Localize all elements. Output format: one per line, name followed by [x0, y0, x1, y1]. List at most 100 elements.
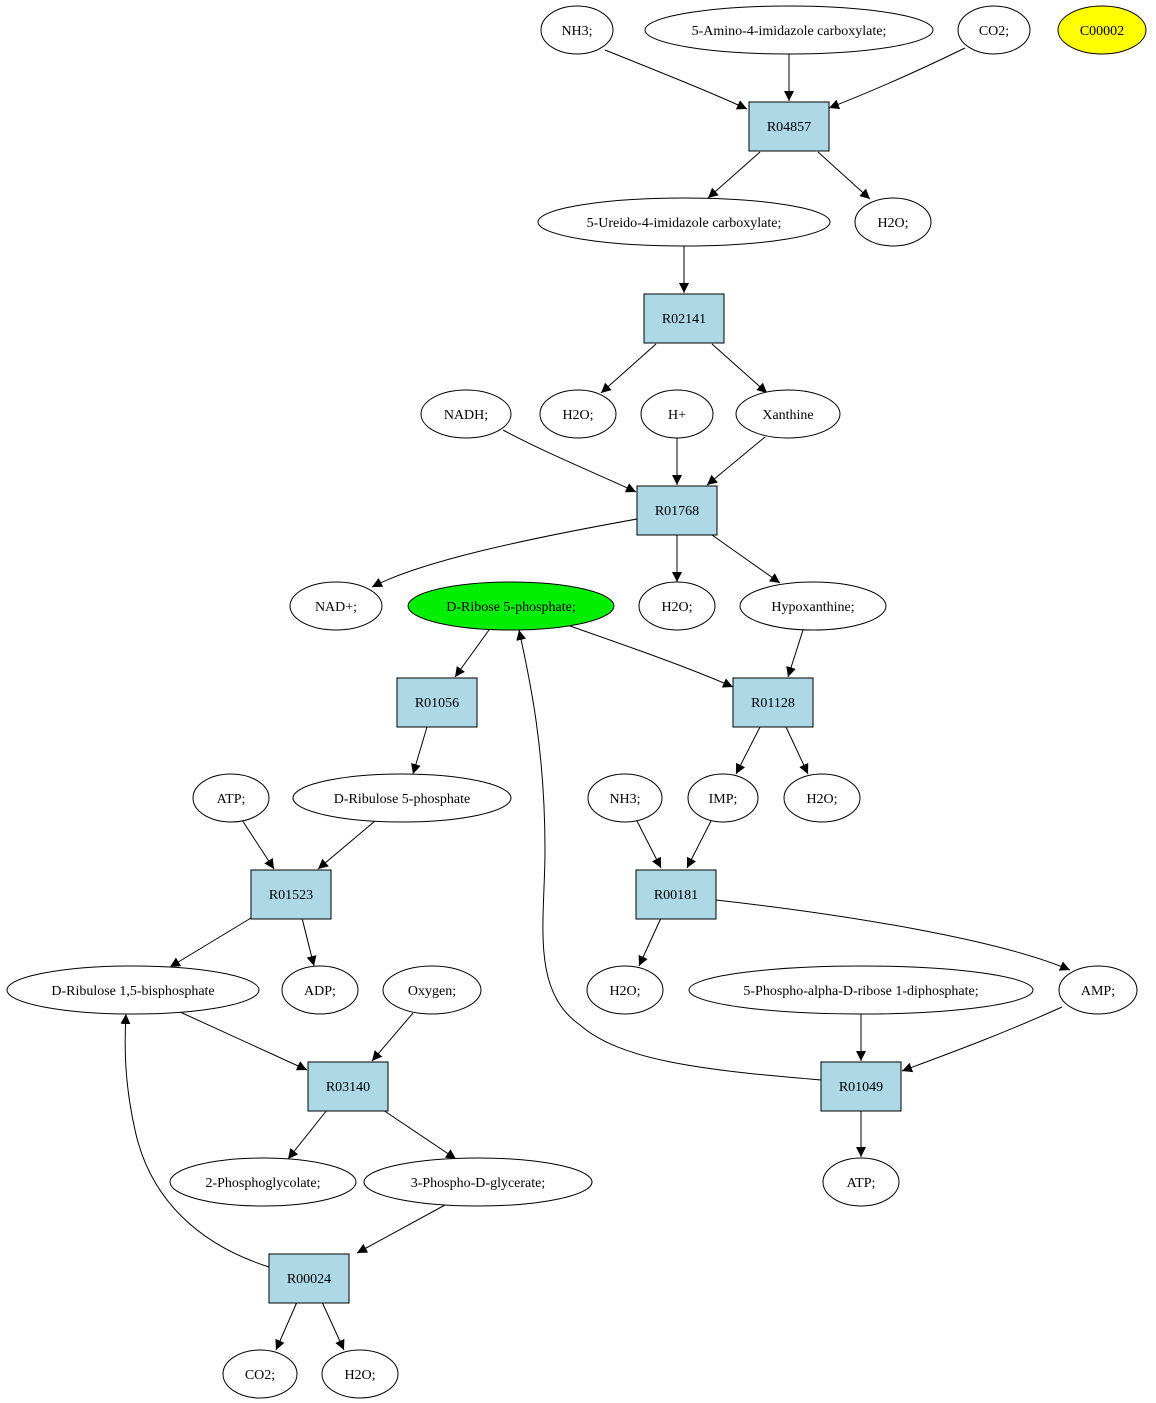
edge-nh3-to-r00181	[636, 820, 662, 869]
compound-node-nh3[interactable]: NH3;	[587, 773, 663, 823]
compound-node-nadh[interactable]: NADH;	[420, 389, 512, 439]
node-label: R02141	[662, 312, 706, 327]
reaction-node-r01056[interactable]: R01056	[396, 677, 478, 728]
node-label: NAD+;	[315, 600, 357, 615]
reaction-node-r04857[interactable]: R04857	[748, 101, 830, 152]
edge-hypoxanthine-to-r01128	[786, 629, 804, 678]
edge-atp-to-r01523	[241, 819, 275, 870]
edge-r01768-to-nadplus	[371, 518, 638, 588]
node-label: 5-Phospho-alpha-D-ribose 1-diphosphate;	[743, 984, 978, 999]
compound-node-h2o[interactable]: H2O;	[586, 965, 664, 1015]
node-label: D-Ribulose 5-phosphate	[334, 792, 470, 807]
edge-r02141-to-h2o	[600, 343, 657, 394]
edge-r03140-to-pglycolate	[287, 1109, 328, 1160]
edge-rubp-to-r03140	[179, 1011, 308, 1071]
compound-node-h2o[interactable]: H2O;	[638, 581, 716, 631]
reaction-node-r01768[interactable]: R01768	[636, 485, 718, 536]
edge-r01523-to-rubp	[169, 917, 252, 968]
edge-co2-to-r04857	[828, 47, 966, 110]
node-label: H2O;	[344, 1368, 375, 1383]
edge-r00024-to-co2	[275, 1301, 298, 1351]
node-label: Oxygen;	[408, 984, 456, 999]
node-label: H2O;	[806, 792, 837, 807]
edge-r5p-to-r01056	[454, 629, 490, 678]
node-label: D-Ribose 5-phosphate;	[446, 600, 575, 615]
compound-node-d-ribulose-5-phosphate[interactable]: D-Ribulose 5-phosphate	[292, 773, 512, 823]
compound-node-adp[interactable]: ADP;	[281, 965, 359, 1015]
compound-node-h-plus[interactable]: H+	[640, 389, 714, 439]
node-label: R01049	[839, 1080, 883, 1095]
compound-node-3-phospho-d-glycerate[interactable]: 3-Phospho-D-glycerate;	[363, 1157, 593, 1207]
edge-r00024-to-h2o	[321, 1301, 345, 1351]
compound-node-xanthine[interactable]: Xanthine	[735, 389, 841, 439]
node-label: R00181	[654, 888, 698, 903]
edge-r01049-to-r5p	[516, 629, 822, 1081]
compound-node-5-phospho-alpha-d-ribose-1-diphosphate[interactable]: 5-Phospho-alpha-D-ribose 1-diphosphate;	[688, 965, 1034, 1015]
edge-r01768-to-hypoxanthine	[711, 534, 781, 584]
compound-node-co2[interactable]: CO2;	[222, 1349, 298, 1399]
node-label: ADP;	[304, 984, 336, 999]
node-label: R01128	[751, 696, 795, 711]
node-label: 2-Phosphoglycolate;	[205, 1176, 320, 1191]
compound-node-amp[interactable]: AMP;	[1058, 965, 1138, 1015]
reaction-node-r01049[interactable]: R01049	[820, 1061, 902, 1112]
node-label: H2O;	[661, 600, 692, 615]
edge-nadh-to-r01768	[502, 429, 637, 493]
reaction-node-r03140[interactable]: R03140	[307, 1061, 389, 1112]
node-label: ATP;	[847, 1176, 876, 1191]
node-label: CO2;	[979, 24, 1009, 39]
edge-r04857-to-uica	[707, 151, 761, 199]
edge-amp-to-r01049	[901, 1006, 1063, 1073]
node-label: 3-Phospho-D-glycerate;	[411, 1176, 546, 1191]
node-label: H2O;	[609, 984, 640, 999]
edge-r02141-to-xanthine	[711, 343, 768, 394]
compound-node-oxygen[interactable]: Oxygen;	[382, 965, 482, 1015]
edge-r03140-to-pga	[382, 1109, 457, 1160]
compound-node-atp[interactable]: ATP;	[822, 1157, 900, 1207]
edge-nh3-to-r04857	[604, 49, 748, 110]
edge-imp-to-r00181	[686, 820, 712, 869]
reaction-node-r02141[interactable]: R02141	[643, 293, 725, 344]
compound-node-d-ribose-5-phosphate[interactable]: D-Ribose 5-phosphate;	[407, 581, 615, 631]
node-label: H2O;	[877, 216, 908, 231]
node-label: R00024	[287, 1272, 331, 1287]
compound-node-5-amino-4-imidazole-carboxylate[interactable]: 5-Amino-4-imidazole carboxylate;	[644, 5, 934, 55]
node-label: NADH;	[444, 408, 488, 423]
reaction-node-r01523[interactable]: R01523	[250, 869, 332, 920]
reaction-node-r00024[interactable]: R00024	[268, 1253, 350, 1304]
node-label: IMP;	[709, 792, 738, 807]
compound-node-h2o[interactable]: H2O;	[854, 197, 932, 247]
compound-node-atp[interactable]: ATP;	[192, 773, 270, 823]
node-label: R03140	[326, 1080, 370, 1095]
edge-r5p-to-r01128	[569, 625, 734, 688]
edge-r00181-to-amp	[715, 899, 1071, 971]
compound-node-nad-plus[interactable]: NAD+;	[289, 581, 383, 631]
compound-node-co2[interactable]: CO2;	[957, 5, 1031, 55]
compound-node-5-ureido-4-imidazole-carboxylate[interactable]: 5-Ureido-4-imidazole carboxylate;	[537, 197, 831, 247]
node-label: D-Ribulose 1,5-bisphosphate	[51, 984, 214, 999]
compound-node-2-phosphoglycolate[interactable]: 2-Phosphoglycolate;	[169, 1157, 357, 1207]
reaction-node-r00181[interactable]: R00181	[635, 869, 717, 920]
compound-node-nh3[interactable]: NH3;	[540, 5, 614, 55]
node-label: CO2;	[245, 1368, 275, 1383]
node-label: NH3;	[609, 792, 640, 807]
node-label: AMP;	[1081, 984, 1115, 999]
node-label: C00002	[1080, 24, 1124, 39]
reaction-node-r01128[interactable]: R01128	[732, 677, 814, 728]
edge-r00181-to-h2o	[638, 917, 662, 967]
compound-node-h2o[interactable]: H2O;	[783, 773, 861, 823]
node-label: H+	[668, 408, 686, 423]
node-label: R04857	[767, 120, 811, 135]
edge-ru5p-to-r01523	[317, 820, 376, 870]
compound-node-h2o[interactable]: H2O;	[539, 389, 617, 439]
compound-node-imp[interactable]: IMP;	[687, 773, 759, 823]
compound-node-h2o[interactable]: H2O;	[321, 1349, 399, 1399]
edge-r01056-to-ru5p	[411, 726, 428, 775]
node-label: 5-Amino-4-imidazole carboxylate;	[692, 24, 887, 39]
compound-node-hypoxanthine[interactable]: Hypoxanthine;	[739, 581, 887, 631]
edge-r01128-to-h2o	[785, 726, 809, 775]
edge-r00024-to-rubp	[120, 1013, 270, 1268]
compound-node-d-ribulose-1-5-bisphosphate[interactable]: D-Ribulose 1,5-bisphosphate	[6, 965, 260, 1015]
compound-node-c00002[interactable]: C00002	[1057, 5, 1147, 55]
node-label: H2O;	[562, 408, 593, 423]
